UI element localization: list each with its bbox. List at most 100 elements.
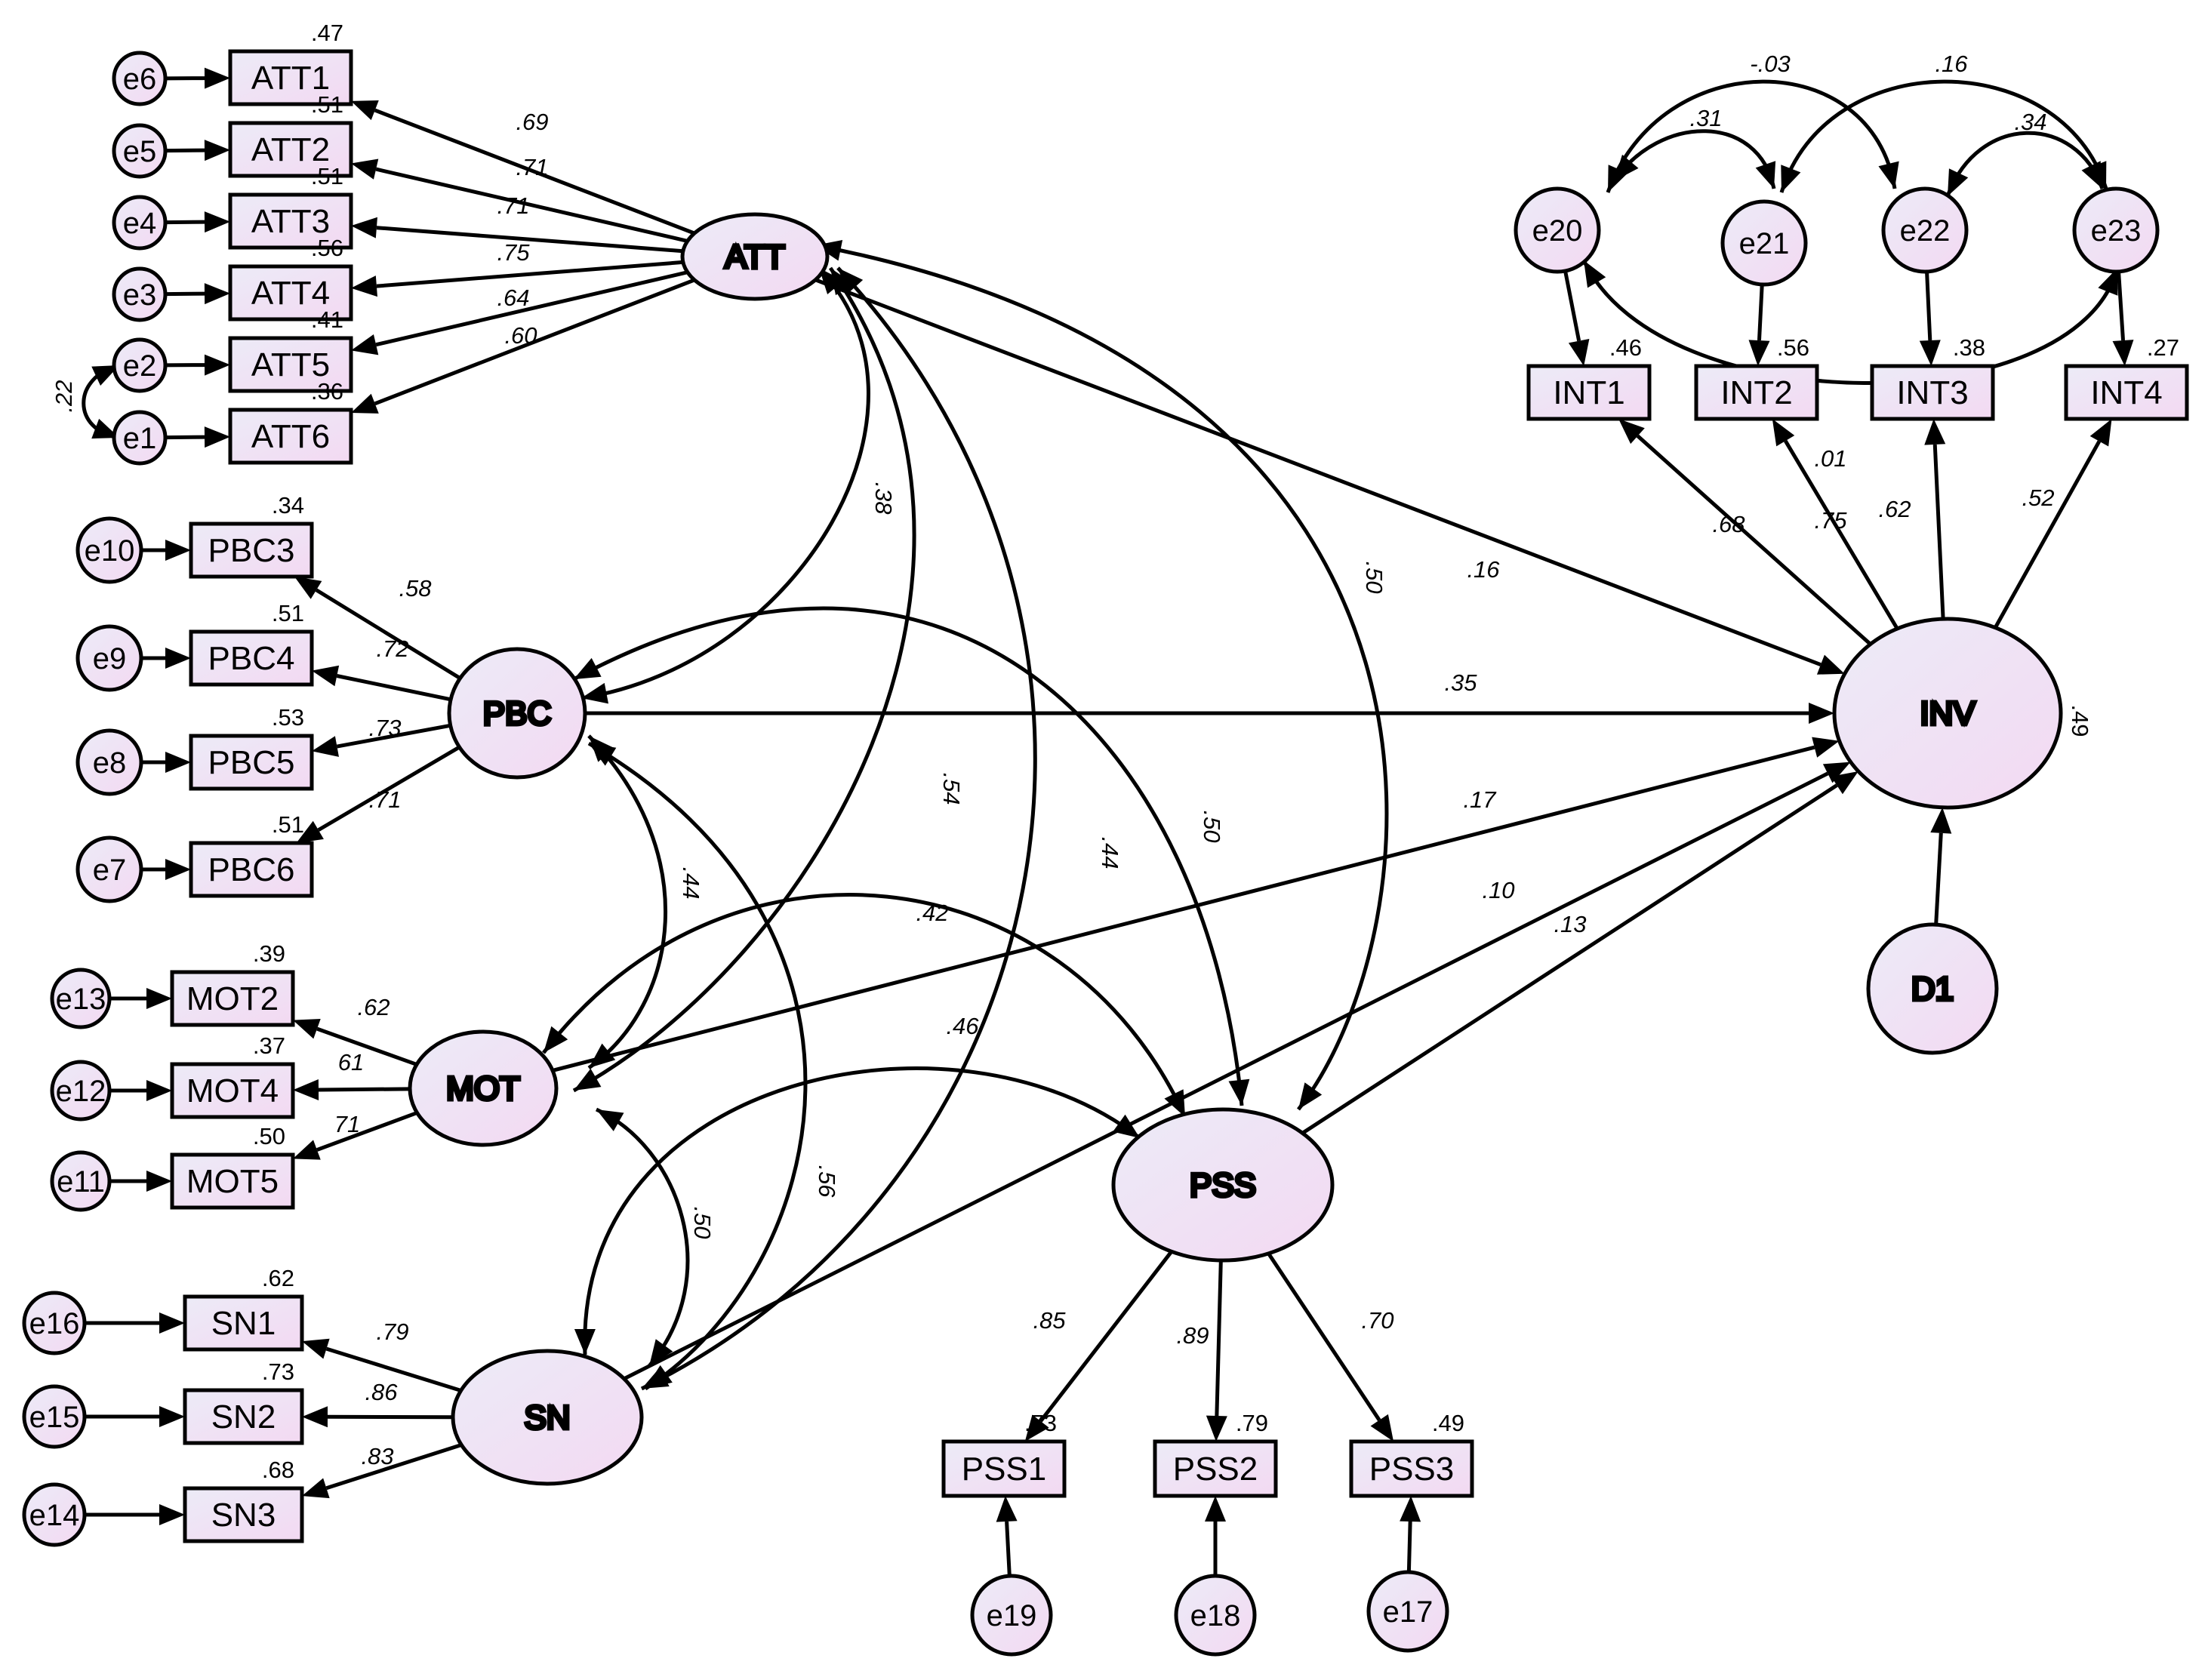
path-att-inv: [815, 280, 1821, 665]
error-e1[interactable]: e1: [114, 412, 165, 463]
error-e4-label: e4: [123, 207, 157, 240]
indicator-sn3[interactable]: SN3: [185, 1488, 302, 1541]
error-path-e12-arrowhead: [146, 1080, 172, 1101]
loading-pss-pss3: [1268, 1254, 1379, 1420]
latent-inv[interactable]: INV: [1834, 619, 2061, 808]
latent-mot[interactable]: MOT: [410, 1032, 556, 1145]
latent-pbc[interactable]: PBC: [449, 649, 585, 777]
indicator-mot2[interactable]: MOT2: [172, 972, 293, 1025]
error-e7[interactable]: e7: [78, 838, 141, 901]
latent-att[interactable]: ATT: [682, 214, 827, 299]
error-e17-label: e17: [1383, 1595, 1434, 1629]
latent-inv-r2: .49: [2067, 704, 2093, 737]
path-sn-inv-coef: .10: [1482, 877, 1514, 903]
error-e18-label: e18: [1190, 1599, 1241, 1632]
error-e15[interactable]: e15: [24, 1386, 85, 1447]
loading-att-att1-arrowhead: [351, 100, 379, 120]
error-e14[interactable]: e14: [24, 1485, 85, 1545]
error-e1-label: e1: [123, 422, 157, 455]
indicator-mot5[interactable]: MOT5: [172, 1155, 293, 1208]
indicator-pbc3[interactable]: PBC3: [191, 524, 312, 577]
indicator-att1-r2: .47: [311, 20, 343, 46]
error-e5[interactable]: e5: [114, 125, 165, 177]
cov-mot-pss-coef: .42: [916, 900, 948, 926]
indicator-int3[interactable]: INT3: [1872, 366, 1993, 419]
indicator-pbc6[interactable]: PBC6: [191, 843, 312, 896]
error-e4[interactable]: e4: [114, 197, 165, 248]
loading-mot-mot4-coef: 61: [338, 1049, 364, 1075]
loading-pss-pss1-coef: .85: [1033, 1307, 1066, 1334]
error-e14-label: e14: [29, 1499, 80, 1532]
cov-att-mot-coef: .54: [938, 772, 965, 805]
indicator-att3-r2: .51: [311, 163, 343, 189]
path-att-inv-coef: .16: [1467, 556, 1500, 583]
loading-pss-pss3-coef: .70: [1361, 1307, 1393, 1334]
error-e18[interactable]: e18: [1176, 1576, 1255, 1654]
error-path-e2-arrowhead: [205, 355, 230, 376]
error-e16[interactable]: e16: [24, 1293, 85, 1353]
loading-pss-pss1: [1041, 1251, 1172, 1421]
error-e20[interactable]: e20: [1516, 189, 1599, 272]
error-e21[interactable]: e21: [1723, 202, 1806, 285]
loading-mot-mot5: [317, 1112, 417, 1149]
indicator-pss3[interactable]: PSS3: [1351, 1442, 1472, 1496]
error-e9[interactable]: e9: [78, 626, 141, 690]
indicator-int4-r2: .27: [2147, 334, 2179, 361]
indicator-pss1[interactable]: PSS1: [944, 1442, 1064, 1496]
latent-sn[interactable]: SN: [453, 1351, 642, 1484]
path-pbc-inv-coef: .35: [1444, 669, 1477, 696]
indicator-pbc4[interactable]: PBC4: [191, 632, 312, 685]
indicator-pbc5[interactable]: PBC5: [191, 736, 312, 789]
error-path-e8-arrowhead: [165, 752, 191, 773]
latent-mot-label: MOT: [446, 1070, 520, 1107]
error-e7-label: e7: [93, 854, 127, 887]
loading-pbc-pbc3: [316, 590, 460, 678]
indicator-mot4[interactable]: MOT4: [172, 1064, 293, 1117]
indicator-int2[interactable]: INT2: [1696, 366, 1817, 419]
error-e12[interactable]: e12: [52, 1062, 109, 1119]
indicator-sn3-r2: .68: [262, 1457, 294, 1483]
loading-mot-mot4: [319, 1089, 410, 1090]
error-e17[interactable]: e17: [1369, 1572, 1447, 1651]
error-e8[interactable]: e8: [78, 731, 141, 794]
disturbance-d1[interactable]: D1: [1868, 925, 1997, 1053]
indicator-sn2[interactable]: SN2: [185, 1390, 302, 1443]
indicator-mot5-label: MOT5: [186, 1163, 279, 1200]
cov-e22-e23-arc: [1948, 133, 2102, 196]
indicator-sn1[interactable]: SN1: [185, 1297, 302, 1349]
cov-e21-e23-coef: .16: [1935, 51, 1968, 77]
error-path-e4-arrowhead: [205, 211, 230, 232]
error-e3[interactable]: e3: [114, 269, 165, 320]
loading-att-att2-coef: .71: [516, 154, 548, 180]
loading-inv-int2-arrowhead: [1772, 419, 1794, 446]
cov-e20-e22-arc: [1608, 82, 1895, 192]
error-path-e18-arrowhead: [1205, 1496, 1226, 1522]
indicator-int4[interactable]: INT4: [2066, 366, 2187, 419]
indicator-int2-label: INT2: [1720, 374, 1792, 411]
error-e2[interactable]: e2: [114, 340, 165, 391]
indicator-att2-r2: .51: [311, 91, 343, 118]
error-e10[interactable]: e10: [78, 518, 141, 582]
error-path-e9-arrowhead: [165, 648, 191, 669]
path-mot-inv: [553, 747, 1815, 1070]
loading-mot-mot2: [317, 1029, 417, 1064]
error-path-e21: [1759, 285, 1762, 340]
error-e19[interactable]: e19: [972, 1576, 1051, 1654]
indicator-sn2-label: SN2: [211, 1398, 276, 1435]
error-e8-label: e8: [93, 746, 127, 780]
loading-pbc-pbc4-coef: .72: [376, 635, 408, 662]
indicator-int1[interactable]: INT1: [1529, 366, 1649, 419]
error-e13[interactable]: e13: [52, 970, 109, 1027]
indicator-att6[interactable]: ATT6: [230, 410, 351, 463]
latent-pss[interactable]: PSS: [1113, 1109, 1332, 1260]
error-e2-label: e2: [123, 349, 157, 383]
cov-att-mot-arc: [574, 268, 914, 1091]
indicator-int3-label: INT3: [1896, 374, 1968, 411]
error-e22[interactable]: e22: [1883, 189, 1966, 272]
indicator-mot2-label: MOT2: [186, 980, 279, 1017]
error-e6[interactable]: e6: [114, 53, 165, 104]
indicator-pss2[interactable]: PSS2: [1155, 1442, 1276, 1496]
error-e23[interactable]: e23: [2074, 189, 2157, 272]
error-e21-label: e21: [1739, 227, 1790, 260]
error-e11[interactable]: e11: [52, 1152, 109, 1210]
